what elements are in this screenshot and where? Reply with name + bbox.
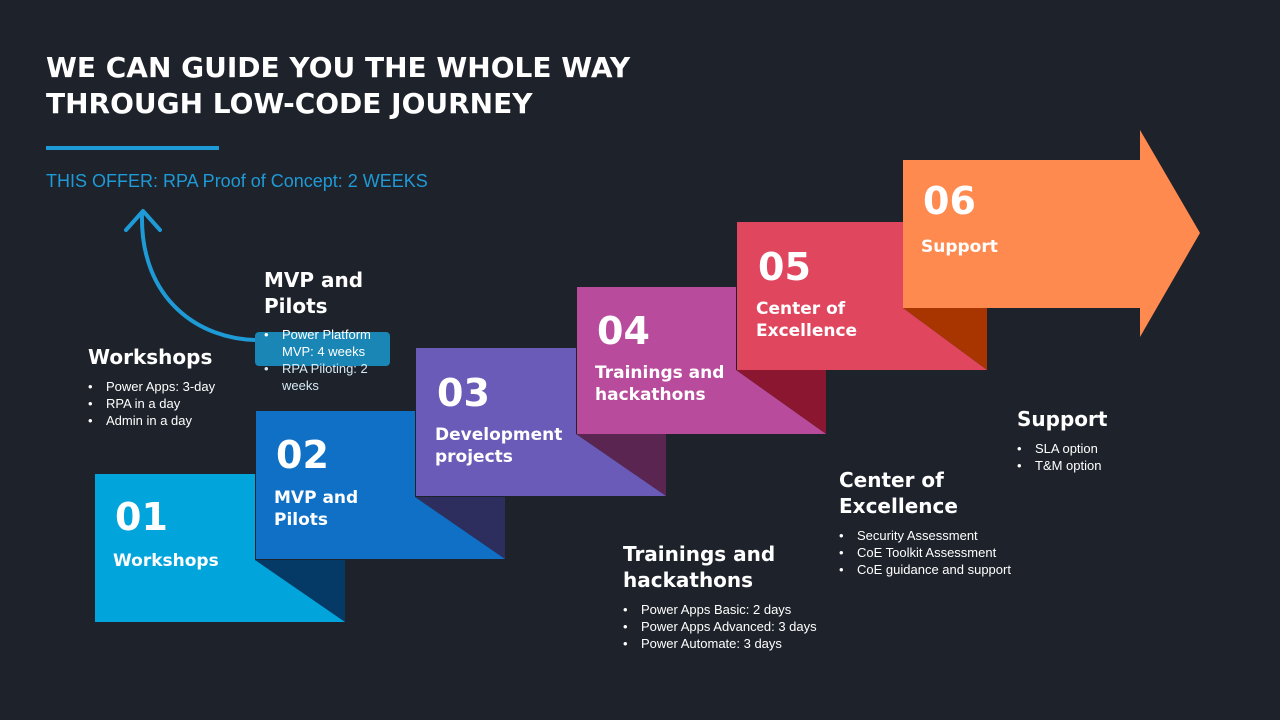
offer-pointer-arrow-head — [124, 209, 162, 232]
list-item: Power Automate: 3 days — [623, 635, 863, 652]
slide-title: WE CAN GUIDE YOU THE WHOLE WAY THROUGH L… — [46, 50, 806, 122]
step-01-number: 01 — [115, 495, 168, 539]
title-underline — [46, 146, 219, 150]
detail-support: Support SLA option T&M option — [1017, 406, 1177, 474]
detail-mvp: MVP and Pilots Power Platform MVP: 4 wee… — [264, 267, 404, 394]
list-item: CoE guidance and support — [839, 561, 1059, 578]
detail-trainings-list: Power Apps Basic: 2 days Power Apps Adva… — [623, 601, 863, 652]
detail-coe-list: Security Assessment CoE Toolkit Assessme… — [839, 527, 1059, 578]
step-04-number: 04 — [597, 309, 650, 353]
detail-coe: Center of Excellence Security Assessment… — [839, 467, 1059, 578]
detail-workshops-list: Power Apps: 3-day RPA in a day Admin in … — [88, 378, 258, 429]
step-02-number: 02 — [276, 433, 329, 477]
detail-trainings-title-line-2: hackathons — [623, 568, 754, 592]
step-05-label-line-2: Excellence — [756, 321, 858, 341]
step-06-arrow — [903, 130, 1200, 337]
detail-trainings-title: Trainings and hackathons — [623, 541, 863, 593]
step-03-block — [416, 348, 666, 496]
detail-support-list: SLA option T&M option — [1017, 440, 1177, 474]
slide-title-line-1: WE CAN GUIDE YOU THE WHOLE WAY — [46, 51, 631, 84]
list-item: Admin in a day — [88, 412, 258, 429]
list-item: Power Apps Basic: 2 days — [623, 601, 863, 618]
step-03-label-line-2: projects — [435, 447, 513, 467]
detail-workshops-title: Workshops — [88, 345, 213, 369]
detail-coe-title-line-2: Excellence — [839, 494, 958, 518]
list-item: Power Apps Advanced: 3 days — [623, 618, 863, 635]
list-item: T&M option — [1017, 457, 1177, 474]
list-item: RPA in a day — [88, 395, 258, 412]
step-01-block — [95, 474, 345, 622]
step-03-label-line-1: Development — [435, 425, 563, 445]
step-02-label-line-2: Pilots — [274, 510, 329, 530]
step-03-number: 03 — [437, 371, 490, 415]
step-05-label-line-1: Center of — [756, 299, 846, 319]
step-05-block — [737, 222, 987, 370]
step-03-label: Development projects — [435, 424, 562, 468]
step-06-number: 06 — [923, 179, 976, 223]
step-06-label: Support — [921, 237, 998, 257]
detail-workshops: Workshops Power Apps: 3-day RPA in a day… — [88, 344, 258, 429]
list-item: CoE Toolkit Assessment — [839, 544, 1059, 561]
step-01-label: Workshops — [113, 551, 219, 571]
list-item: Power Platform MVP: 4 weeks — [264, 326, 404, 360]
detail-coe-title: Center of Excellence — [839, 467, 1059, 519]
step-04-label-line-2: hackathons — [595, 385, 706, 405]
detail-trainings-title-line-1: Trainings and — [623, 542, 776, 566]
step-05-number: 05 — [758, 245, 811, 289]
step-02-label: MVP and Pilots — [274, 487, 358, 531]
detail-trainings: Trainings and hackathons Power Apps Basi… — [623, 541, 863, 652]
offer-text: THIS OFFER: RPA Proof of Concept: 2 WEEK… — [46, 171, 428, 191]
step-02-block — [256, 411, 505, 559]
step-02-label-line-1: MVP and — [274, 488, 359, 508]
detail-coe-title-line-1: Center of — [839, 468, 944, 492]
slide-title-line-2: THROUGH LOW-CODE JOURNEY — [46, 87, 533, 120]
detail-mvp-title: MVP and Pilots — [264, 268, 364, 318]
detail-mvp-list: Power Platform MVP: 4 weeks RPA Piloting… — [264, 326, 404, 394]
detail-support-title: Support — [1017, 407, 1108, 431]
step-04-label-line-1: Trainings and — [595, 363, 725, 383]
step-04-label: Trainings and hackathons — [595, 362, 724, 406]
list-item: RPA Piloting: 2 weeks — [264, 360, 404, 394]
offer-pointer-arrow — [139, 212, 260, 342]
list-item: Security Assessment — [839, 527, 1059, 544]
step-04-block — [577, 287, 826, 434]
step-05-label: Center of Excellence — [756, 298, 857, 342]
list-item: SLA option — [1017, 440, 1177, 457]
list-item: Power Apps: 3-day — [88, 378, 258, 395]
